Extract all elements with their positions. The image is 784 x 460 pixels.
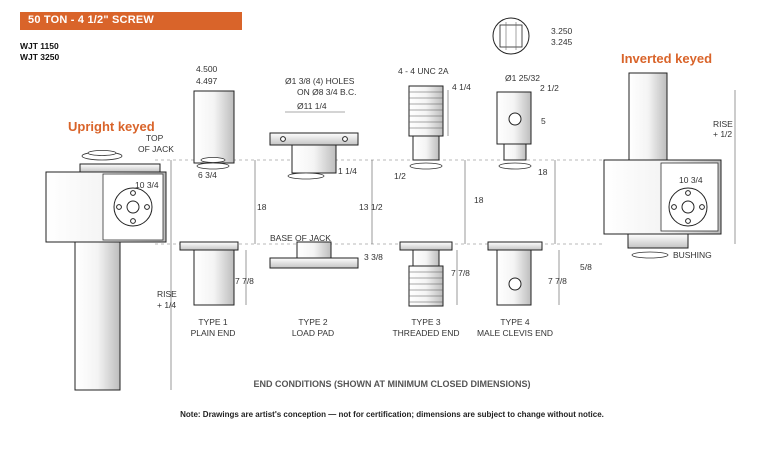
inverted-jack	[603, 72, 722, 259]
title-text: 50 TON - 4 1/2" SCREW	[28, 14, 154, 26]
dim-dia-11-1-4: Ø11 1/4	[297, 101, 327, 111]
dim-5: 5	[541, 116, 546, 126]
dim-4-1-4: 4 1/4	[452, 82, 471, 92]
dim-3245: 3.245	[551, 37, 573, 47]
type1-name: TYPE 1	[198, 317, 228, 327]
dim-1-2: 1/2	[394, 171, 406, 181]
type3-name: TYPE 3	[411, 317, 441, 327]
type-captions: TYPE 1 PLAIN END TYPE 2 LOAD PAD TYPE 3 …	[191, 317, 553, 338]
dim-13-1-2: 13 1/2	[359, 202, 383, 212]
model-1: WJT 1150	[20, 41, 59, 51]
dim-18-a: 18	[257, 202, 267, 212]
dim-4497: 4.497	[196, 76, 218, 86]
dim-2-1-2: 2 1/2	[540, 83, 559, 93]
end-view-square	[492, 17, 530, 55]
dim-7-7-8-b: 7 7/8	[451, 268, 470, 278]
type3-threaded-end	[399, 85, 453, 307]
type4-male-clevis	[487, 91, 543, 306]
label-top-2: OF JACK	[138, 144, 174, 154]
type2-desc: LOAD PAD	[292, 328, 334, 338]
dim-10-3-4-left: 10 3/4	[135, 180, 159, 190]
type3-desc: THREADED END	[392, 328, 459, 338]
dim-18-c: 18	[538, 167, 548, 177]
dim-18-b: 18	[474, 195, 484, 205]
label-rise-plus-left: + 1/4	[157, 300, 176, 310]
dim-holes-2: ON Ø8 3/4 B.C.	[297, 87, 357, 97]
dim-6-3-4: 6 3/4	[198, 170, 217, 180]
label-base-of-jack: BASE OF JACK	[270, 233, 331, 243]
disclaimer-note: Note: Drawings are artist's conception —…	[180, 410, 604, 419]
label-rise-left: RISE	[157, 289, 177, 299]
label-rise-plus-right: + 1/2	[713, 129, 732, 139]
type1-desc: PLAIN END	[191, 328, 236, 338]
dimension-labels: 4.500 4.497 3.250 3.245 Ø1 3/8 (4) HOLES…	[135, 26, 733, 310]
upright-keyed-heading: Upright keyed	[68, 119, 155, 134]
label-rise-right: RISE	[713, 119, 733, 129]
dim-4500: 4.500	[196, 64, 218, 74]
model-2: WJT 3250	[20, 52, 60, 62]
label-top-1: TOP	[146, 133, 164, 143]
dim-10-3-4-right: 10 3/4	[679, 175, 703, 185]
model-list: WJT 1150 WJT 3250	[20, 41, 59, 63]
dim-3-3-8: 3 3/8	[364, 252, 383, 262]
end-conditions-caption: END CONDITIONS (SHOWN AT MINIMUM CLOSED …	[253, 379, 531, 389]
label-bushing: BUSHING	[673, 250, 712, 260]
dim-1-1-4: 1 1/4	[338, 166, 357, 176]
inverted-keyed-heading: Inverted keyed	[621, 51, 713, 66]
title-banner: 50 TON - 4 1/2" SCREW	[20, 12, 242, 30]
dim-unc: 4 - 4 UNC 2A	[398, 66, 449, 76]
dim-3250: 3.250	[551, 26, 573, 36]
type4-desc: MALE CLEVIS END	[477, 328, 553, 338]
dim-holes-1: Ø1 3/8 (4) HOLES	[285, 76, 355, 86]
dim-7-7-8-a: 7 7/8	[235, 276, 254, 286]
dimension-lines	[170, 90, 736, 390]
dim-dia-1-25-32: Ø1 25/32	[505, 73, 540, 83]
dim-7-7-8-c: 7 7/8	[548, 276, 567, 286]
type4-name: TYPE 4	[500, 317, 530, 327]
upright-jack	[45, 150, 167, 391]
type2-load-pad	[269, 132, 359, 269]
dim-5-8: 5/8	[580, 262, 592, 272]
type1-plain-end	[179, 90, 239, 306]
type2-name: TYPE 2	[298, 317, 328, 327]
